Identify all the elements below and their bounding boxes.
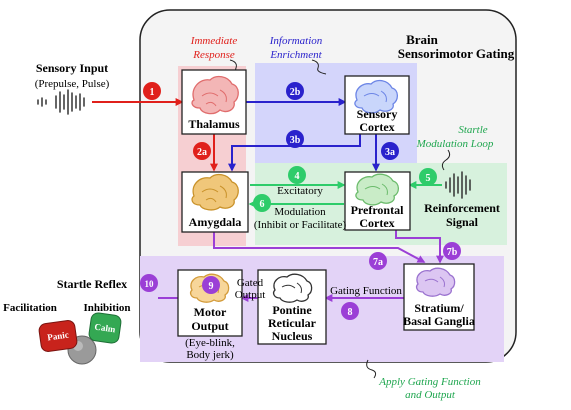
annotation-apply-gating: Apply Gating Function and Output [366, 359, 481, 401]
calm-button: Calm [88, 312, 122, 344]
step-badge-7a: 7a [369, 252, 387, 270]
facilitation-label: Facilitation [3, 302, 57, 314]
sensory-cortex-label-2: Cortex [359, 120, 394, 134]
step-badge-6: 6 [253, 194, 271, 212]
sensory-input-title: Sensory Input [36, 61, 108, 75]
step-badge-3b: 3b [286, 130, 304, 148]
gating-function-label: Gating Function [330, 285, 402, 297]
striatum-label-1: Stratium/ [414, 301, 464, 315]
motor-sub-1: (Eye-blink, [185, 337, 235, 349]
motor-sub-2: Body jerk) [186, 349, 234, 361]
brain-icon [416, 267, 456, 297]
svg-text:7a: 7a [373, 257, 383, 268]
brain-icon [191, 75, 239, 115]
svg-text:Response: Response [192, 49, 235, 61]
motor-label-2: Output [191, 319, 228, 333]
step-badge-2b: 2b [286, 82, 304, 100]
svg-text:and Output: and Output [405, 389, 456, 401]
pontine-node: Pontine Reticular Nucleus [257, 269, 327, 345]
reinforcement-signal: Reinforcement Signal [424, 171, 500, 229]
step-badge-9: 9 [202, 276, 220, 294]
pontine-label-1: Pontine [272, 303, 312, 317]
svg-text:1: 1 [150, 87, 155, 98]
striatum-node: Stratium/ Basal Ganglia [403, 263, 475, 331]
annotation-immediate-response: Immediate Response [190, 35, 245, 75]
svg-text:2b: 2b [290, 87, 301, 98]
svg-text:2a: 2a [197, 147, 207, 158]
brain-icon [354, 79, 399, 114]
svg-text:Modulation Loop: Modulation Loop [416, 138, 494, 150]
thalamus-label: Thalamus [188, 117, 240, 131]
step-badge-7b: 7b [443, 242, 461, 260]
startle-reflex-title: Startle Reflex [57, 277, 127, 291]
pontine-label-3: Nucleus [272, 329, 313, 343]
svg-text:Panic: Panic [47, 330, 70, 343]
sound-wave-icon [37, 89, 85, 115]
title-line1: Brain [406, 32, 439, 47]
prefrontal-cortex-node: Prefrontal Cortex [344, 171, 411, 231]
panic-button: Panic [38, 320, 78, 352]
svg-text:Enrichment: Enrichment [269, 49, 322, 61]
step-badge-5: 5 [419, 168, 437, 186]
svg-text:9: 9 [209, 281, 214, 292]
svg-text:8: 8 [348, 307, 353, 318]
striatum-label-2: Basal Ganglia [403, 314, 475, 328]
svg-text:Apply Gating Function: Apply Gating Function [378, 376, 481, 388]
sensory-cortex-label-1: Sensory [357, 107, 398, 121]
annotation-information-enrichment: Information Enrichment [269, 35, 327, 75]
svg-text:Startle: Startle [458, 124, 487, 136]
brain-icon [191, 173, 239, 211]
sensory-cortex-node: Sensory Cortex [344, 75, 410, 135]
step-badge-2a: 2a [193, 142, 211, 160]
svg-text:Immediate: Immediate [190, 35, 238, 47]
brain-icon [355, 173, 400, 206]
thalamus-node: Thalamus [181, 69, 247, 135]
gated-output-label-1: Gated [237, 277, 264, 289]
arrow-prefrontal-to-striatum [395, 228, 444, 264]
annotation-startle-loop: Startle Modulation Loop [416, 124, 494, 171]
motor-label-1: Motor [194, 305, 227, 319]
svg-text:3a: 3a [385, 147, 395, 158]
amygdala-node: Amygdala [181, 171, 249, 233]
step-badge-4: 4 [288, 166, 306, 184]
step-badge-1: 1 [143, 82, 161, 100]
title-line2: Sensorimotor Gating [398, 46, 515, 61]
svg-text:10: 10 [145, 279, 155, 289]
step-badge-3a: 3a [381, 142, 399, 160]
step-badge-8: 8 [341, 302, 359, 320]
svg-text:3b: 3b [290, 135, 301, 146]
svg-text:Information: Information [269, 35, 323, 47]
svg-text:7b: 7b [447, 247, 458, 258]
svg-text:6: 6 [260, 199, 265, 210]
panic-calm-switch: Panic Calm [38, 312, 122, 365]
inhibition-label: Inhibition [83, 302, 130, 314]
arrow-amygdala-to-striatum [213, 232, 426, 263]
step-badge-10: 10 [140, 274, 158, 292]
sensory-input-subtitle: (Prepulse, Pulse) [35, 78, 110, 90]
reinforcement-label-1: Reinforcement [424, 201, 500, 215]
brain-icon [273, 273, 313, 303]
modulation-label: Modulation [274, 206, 326, 218]
sound-wave-icon [445, 171, 471, 199]
prefrontal-label-1: Prefrontal [351, 203, 405, 217]
excitatory-label: Excitatory [277, 185, 323, 197]
svg-text:5: 5 [426, 173, 431, 184]
svg-text:4: 4 [295, 171, 300, 182]
prefrontal-label-2: Cortex [359, 216, 394, 230]
gated-output-label-2: Output [235, 289, 266, 301]
amygdala-label: Amygdala [189, 215, 242, 229]
svg-text:Calm: Calm [94, 322, 117, 335]
reinforcement-label-2: Signal [446, 215, 479, 229]
modulation-sub-label: (Inhibit or Facilitate) [254, 219, 347, 231]
pontine-label-2: Reticular [268, 316, 317, 330]
